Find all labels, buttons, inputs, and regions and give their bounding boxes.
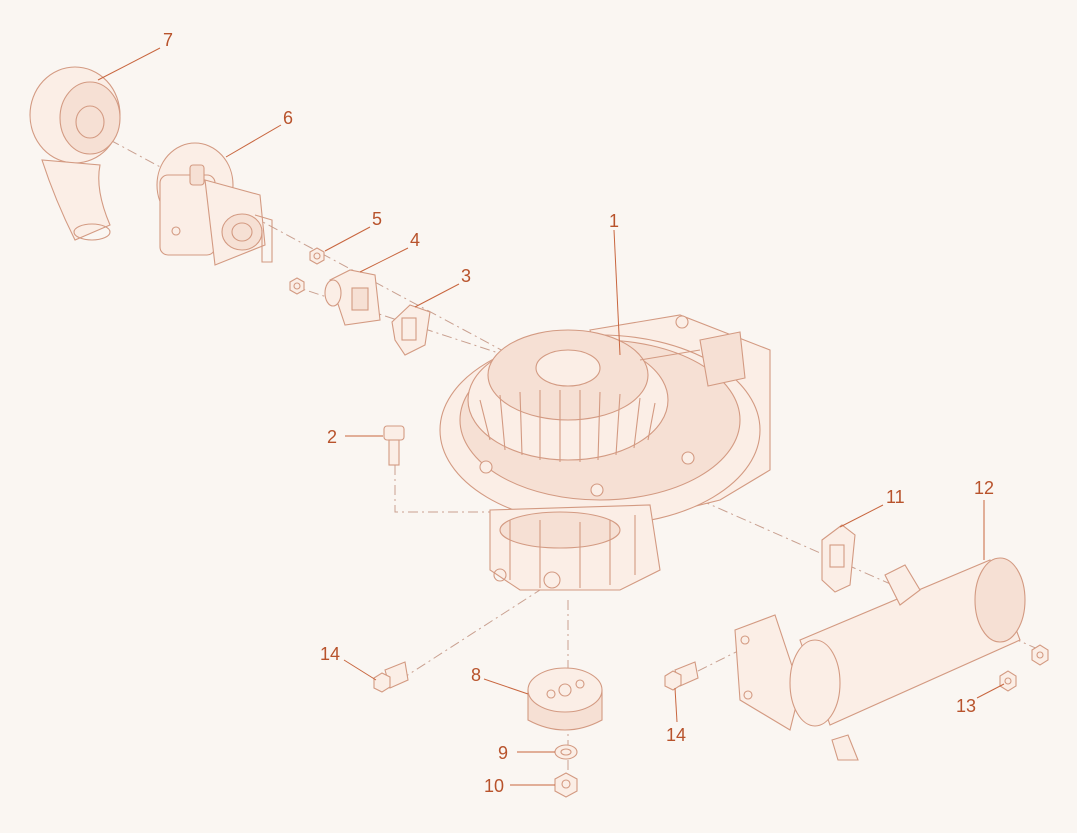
washer [554, 744, 578, 760]
callout-5: 5 [372, 209, 382, 229]
callout-7: 7 [163, 30, 173, 50]
callout-11: 11 [886, 487, 905, 507]
intake-gasket [391, 304, 431, 356]
flange-bolt-left [373, 661, 409, 693]
callout-6: 6 [283, 108, 293, 128]
coupling-hub [527, 667, 603, 731]
callout-14-right: 14 [666, 725, 686, 745]
muffler-nuts [999, 644, 1049, 692]
callout-2: 2 [327, 427, 337, 447]
callout-10: 10 [484, 776, 504, 796]
hex-nut [554, 772, 578, 798]
starter-fins [479, 390, 656, 462]
leader-lines [97, 47, 1005, 786]
callout-14-left: 14 [320, 644, 340, 664]
carburetor [156, 142, 273, 266]
intake-nuts [289, 247, 325, 295]
flange-bolt-right [664, 661, 699, 691]
intake-adapter [324, 269, 381, 326]
callout-1: 1 [609, 211, 619, 231]
callout-13: 13 [956, 696, 976, 716]
callout-labels: 7 6 5 4 3 1 2 11 12 13 14 14 8 9 10 [163, 30, 994, 796]
cap-screw [383, 425, 405, 466]
callout-12: 12 [974, 478, 994, 498]
callout-8: 8 [471, 665, 481, 685]
muffler [734, 557, 1026, 761]
air-filter-cover [29, 66, 121, 241]
callout-9: 9 [498, 743, 508, 763]
engine-assembly [439, 314, 771, 591]
exhaust-gasket [821, 524, 856, 593]
callout-3: 3 [461, 266, 471, 286]
callout-4: 4 [410, 230, 420, 250]
